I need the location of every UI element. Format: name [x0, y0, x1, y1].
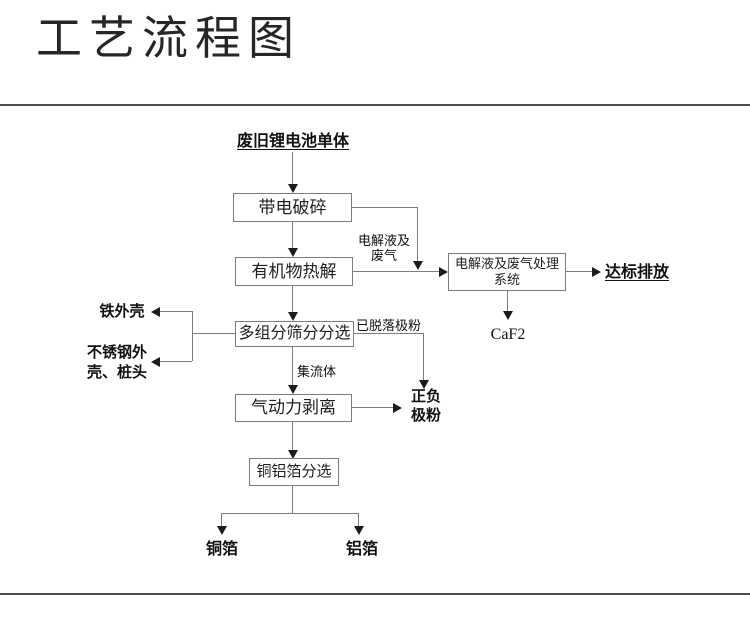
source-label: 废旧锂电池单体 — [236, 133, 349, 150]
connector-line — [192, 333, 235, 334]
connector-line — [160, 311, 192, 312]
box-organic-pyrolysis: 有机物热解 — [235, 257, 353, 286]
connector-line — [354, 333, 424, 334]
connector-line — [292, 422, 293, 451]
connector-line — [352, 407, 393, 408]
connector-line — [353, 271, 440, 272]
arrowhead-down-icon — [288, 312, 298, 321]
connector-line — [292, 222, 293, 249]
arrowhead-down-icon — [354, 526, 364, 535]
label-electrolyte-waste-gas: 电解液及 废气 — [357, 233, 410, 263]
connector-line — [352, 207, 418, 208]
arrowhead-down-icon — [217, 526, 227, 535]
label-detached-powder: 已脱落极粉 — [356, 318, 422, 333]
box-charged-crushing: 带电破碎 — [233, 193, 352, 222]
connector-line — [423, 333, 424, 381]
arrowhead-down-icon — [288, 248, 298, 257]
arrowhead-left-icon — [151, 357, 160, 367]
connector-line — [221, 513, 222, 527]
connector-line — [221, 513, 359, 514]
connector-line — [292, 347, 293, 386]
label-iron-shell: 铁外壳 — [99, 304, 145, 320]
arrowhead-left-icon — [151, 307, 160, 317]
connector-line — [292, 152, 293, 185]
connector-line — [507, 291, 508, 312]
arrowhead-down-icon — [503, 311, 513, 320]
arrowhead-right-icon — [393, 403, 402, 413]
label-stainless-shell: 不锈钢外 壳、桩头 — [87, 345, 148, 381]
connector-line — [358, 513, 359, 527]
arrowhead-down-icon — [288, 385, 298, 394]
arrowhead-right-icon — [592, 267, 601, 277]
arrowhead-down-icon — [419, 380, 429, 389]
arrowhead-down-icon — [288, 450, 298, 459]
connector-line — [566, 271, 592, 272]
box-aerodynamic-stripping: 气动力剥离 — [235, 394, 352, 422]
page-title: 工艺流程图 — [36, 12, 301, 64]
arrowhead-down-icon — [288, 184, 298, 193]
label-caf2: CaF2 — [490, 326, 526, 343]
arrowhead-down-icon — [413, 261, 423, 270]
label-copper-foil: 铜箔 — [205, 541, 238, 558]
label-discharge: 达标排放 — [605, 264, 670, 281]
connector-line — [417, 207, 418, 261]
arrowhead-right-icon — [439, 267, 448, 277]
label-electrode-powder: 正负 极粉 — [410, 389, 441, 424]
box-multi-component-screening: 多组分筛分分选 — [235, 321, 354, 347]
top-divider-line — [0, 104, 750, 106]
connector-line — [192, 311, 193, 361]
label-aluminum-foil: 铝箔 — [345, 541, 378, 558]
box-foil-sorting: 铜铝箔分选 — [249, 458, 339, 486]
label-current-collector: 集流体 — [297, 364, 337, 379]
connector-line — [160, 361, 192, 362]
bottom-divider-line — [0, 593, 750, 595]
connector-line — [292, 486, 293, 513]
box-gas-treatment-system: 电解液及废气处理 系统 — [448, 253, 566, 291]
connector-line — [292, 286, 293, 313]
